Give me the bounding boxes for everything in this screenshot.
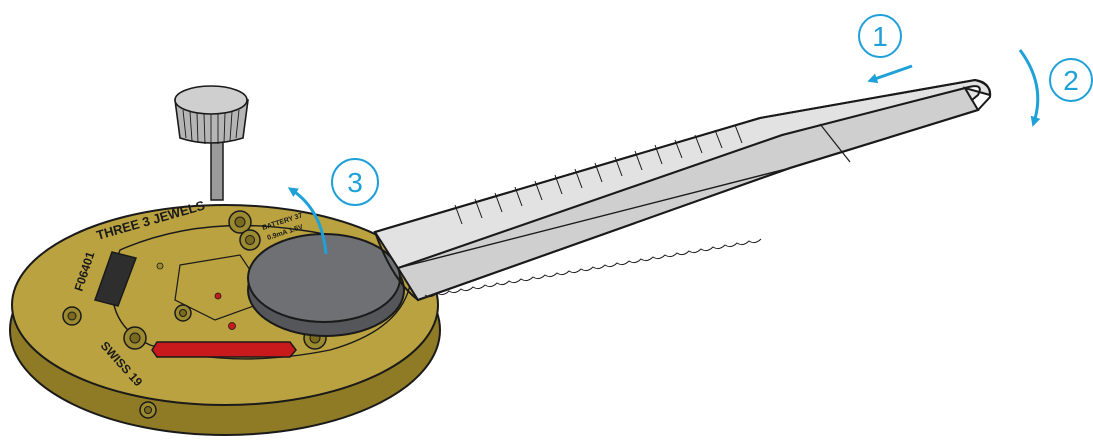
step-1-label: 1 bbox=[872, 21, 888, 52]
screw bbox=[123, 326, 147, 350]
step-2-label: 2 bbox=[1063, 65, 1079, 96]
circuit-outline bbox=[174, 254, 271, 321]
pivot bbox=[156, 262, 164, 270]
crown-knurling bbox=[182, 109, 240, 145]
step-3-indicator: 3 bbox=[287, 158, 379, 255]
battery bbox=[247, 233, 405, 337]
tweezers-serration bbox=[424, 238, 762, 298]
tweezers bbox=[373, 78, 992, 302]
step-1-arrow bbox=[867, 64, 913, 84]
step-2-arrow bbox=[1018, 49, 1041, 127]
screw bbox=[239, 229, 261, 251]
red-slot bbox=[151, 341, 297, 358]
screw bbox=[228, 210, 252, 234]
step-2-indicator: 2 bbox=[1018, 49, 1093, 127]
screw bbox=[139, 401, 157, 419]
step-3-label: 3 bbox=[347, 167, 363, 198]
lever-window bbox=[94, 251, 137, 307]
step-3-circle bbox=[331, 158, 379, 206]
crown-and-stem bbox=[174, 85, 249, 201]
step-2-circle bbox=[1049, 58, 1093, 102]
tweezers-gap bbox=[397, 167, 791, 269]
tweezers-grip-ridges bbox=[454, 124, 743, 225]
screw bbox=[62, 306, 82, 326]
step-3-arrow bbox=[287, 187, 328, 255]
jewel bbox=[228, 322, 236, 330]
screw bbox=[174, 304, 192, 322]
crown-top bbox=[174, 85, 248, 115]
step-1-circle bbox=[858, 14, 902, 58]
tweezers-grip-edge bbox=[819, 123, 851, 163]
jewel bbox=[214, 292, 222, 300]
step-1-indicator: 1 bbox=[858, 14, 913, 84]
tweezers-outline bbox=[373, 78, 992, 302]
